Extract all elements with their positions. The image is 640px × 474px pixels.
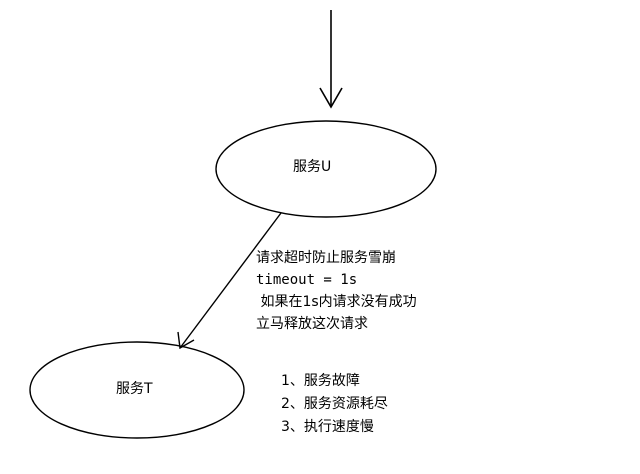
service-u-label: 服务U [293,159,332,175]
timeout-note-line: timeout = 1s [256,272,358,288]
list-item: 3、执行速度慢 [281,419,374,435]
service-u-node [215,120,437,218]
service-t-node [29,341,245,439]
failure-causes-list: 1、服务故障 2、服务资源耗尽 3、执行速度慢 [281,370,388,439]
incoming-arrow [319,10,343,109]
service-t-label: 服务T [116,381,153,397]
timeout-note-line: 立马释放这次请求 [256,316,368,332]
timeout-note: 请求超时防止服务雪崩 timeout = 1s 如果在1s内请求没有成功 立马释… [256,247,417,335]
request-arrow [177,212,282,350]
list-item: 1、服务故障 [281,373,360,389]
list-item: 2、服务资源耗尽 [281,396,388,412]
timeout-note-line: 请求超时防止服务雪崩 [256,250,396,266]
timeout-note-line: 如果在1s内请求没有成功 [256,294,417,310]
